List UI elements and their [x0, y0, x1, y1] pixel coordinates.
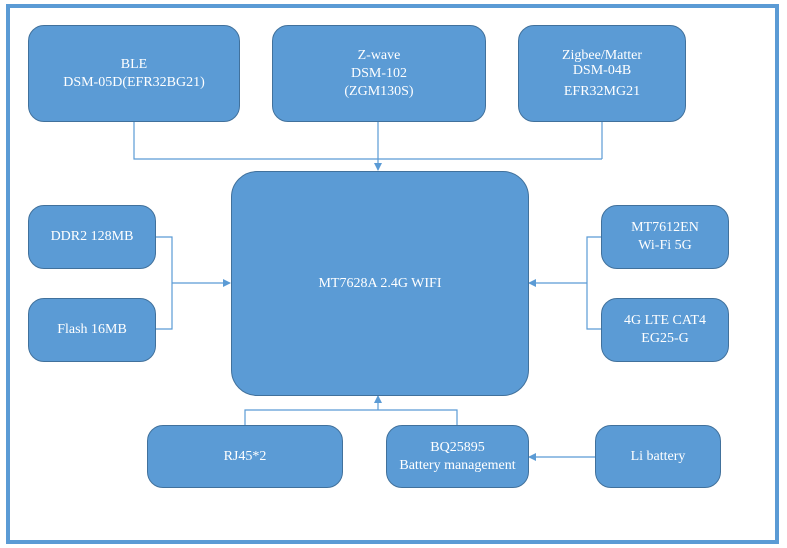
mt7612-band: Wi-Fi 5G — [638, 238, 692, 253]
rj45-block: RJ45*2 — [147, 425, 343, 488]
cpu-label: MT7628A 2.4G WIFI — [318, 275, 442, 291]
zigbee-title: Zigbee/Matter — [561, 48, 643, 63]
rj45-label: RJ45*2 — [223, 448, 267, 464]
zigbee-matter-module-block: Zigbee/Matter DSM-04B EFR32MG21 — [518, 25, 686, 122]
zwave-part: DSM-102 — [350, 65, 407, 81]
bq-part: BQ25895 — [430, 439, 485, 455]
li-battery-label: Li battery — [630, 448, 686, 464]
wire-mt7612-to-bus — [586, 236, 601, 330]
wire-ddr2-to-bus — [156, 236, 173, 330]
mt7612-part: MT7612EN — [631, 220, 699, 235]
ddr2-label: DDR2 128MB — [50, 229, 134, 244]
ddr2-memory-block: DDR2 128MB — [28, 205, 156, 269]
zwave-title: Z-wave — [357, 47, 401, 63]
lte-part: EG25-G — [641, 331, 689, 346]
flash-label: Flash 16MB — [57, 322, 127, 337]
wire-rj45-to-bus — [244, 409, 458, 425]
wire-ble-to-bus — [133, 122, 602, 160]
mt7612en-wifi-block: MT7612EN Wi-Fi 5G — [601, 205, 729, 269]
mt7628a-cpu-block: MT7628A 2.4G WIFI — [231, 171, 529, 396]
bq25895-battery-management-block: BQ25895 Battery management — [386, 425, 529, 488]
zigbee-chip: EFR32MG21 — [563, 84, 641, 99]
outer-frame — [6, 4, 779, 544]
ble-part: DSM-05D(EFR32BG21) — [63, 74, 205, 90]
zwave-module-block: Z-wave DSM-102 (ZGM130S) — [272, 25, 486, 122]
lte-module-block: 4G LTE CAT4 EG25-G — [601, 298, 729, 362]
ble-module-block: BLE DSM-05D(EFR32BG21) — [28, 25, 240, 122]
zwave-chip: (ZGM130S) — [344, 83, 414, 99]
flash-memory-block: Flash 16MB — [28, 298, 156, 362]
bq-function: Battery management — [399, 457, 516, 473]
zigbee-part: DSM-04B — [572, 63, 632, 78]
lte-title: 4G LTE CAT4 — [624, 313, 706, 328]
ble-title: BLE — [120, 56, 148, 72]
li-battery-block: Li battery — [595, 425, 721, 488]
